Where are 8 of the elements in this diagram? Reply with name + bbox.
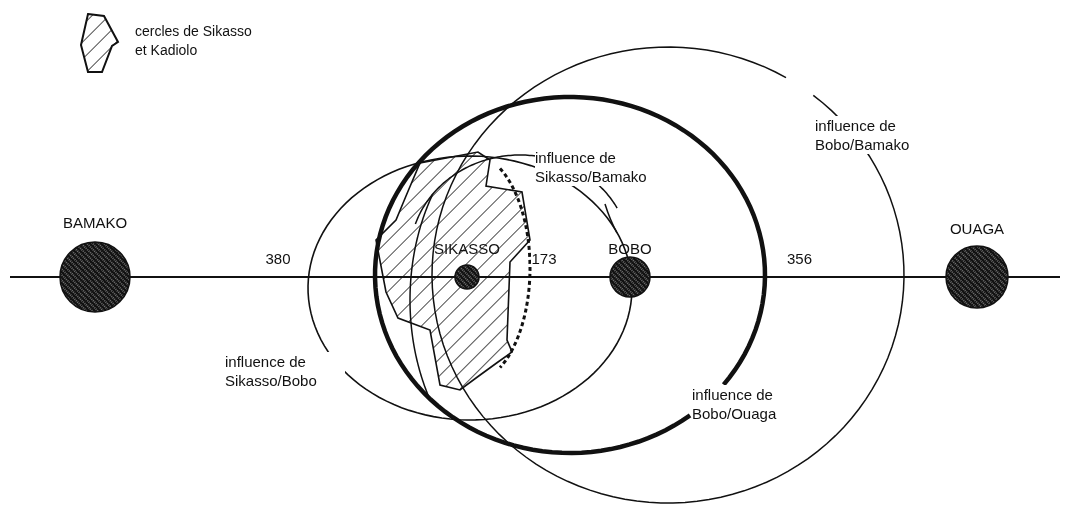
city-name: OUAGA [949, 220, 1005, 237]
connector-line [9, 276, 61, 278]
connector-line [478, 276, 611, 278]
connector-line [129, 276, 456, 278]
city-name: SIKASSO [434, 240, 500, 257]
city-name: BAMAKO [62, 214, 128, 231]
connector-line [1007, 276, 1061, 278]
connector-line [649, 276, 947, 278]
